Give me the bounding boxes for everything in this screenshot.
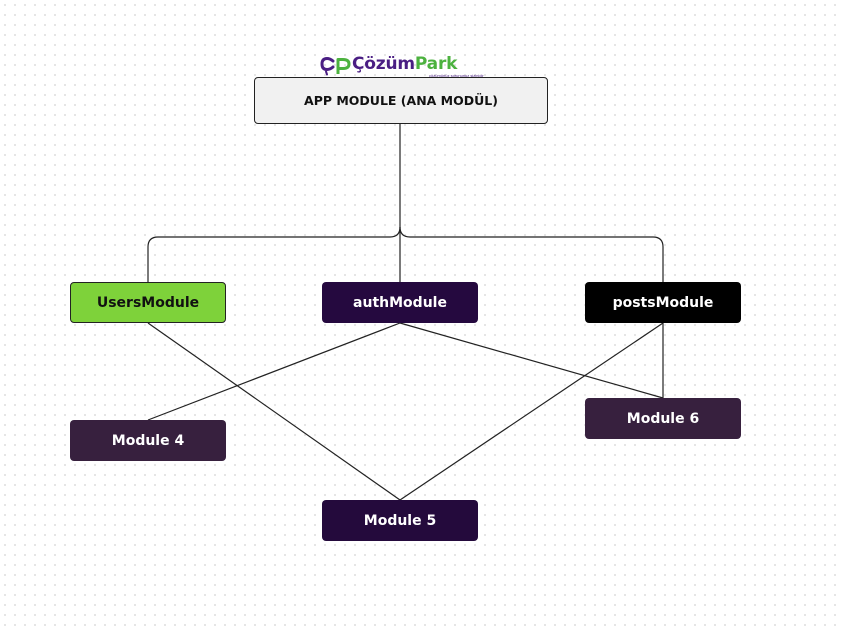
module-5-node[interactable]: Module 5: [322, 500, 478, 541]
cozumpark-logo: ÇözümPark çözümünüz sorununuz sizinidir: [320, 54, 490, 78]
connector-auth-to-module6: [399, 322, 664, 399]
logo-wordmark-part1: Çözüm: [352, 54, 415, 74]
auth-module-node[interactable]: authModule: [322, 282, 478, 323]
logo-tagline: çözümünüz sorununuz sizinidir: [429, 73, 484, 78]
logo-wordmark: ÇözümPark: [352, 54, 457, 74]
connector-auth-to-module4: [147, 322, 401, 421]
connector-app-to-posts: [399, 226, 664, 282]
module-4-node[interactable]: Module 4: [70, 420, 226, 461]
logo-c-cedilla: [325, 70, 328, 76]
logo-wordmark-part2: Park: [414, 54, 458, 74]
cozumpark-logo-mark-icon: [320, 56, 351, 76]
logo-c-shape: [320, 56, 335, 72]
users-module-node[interactable]: UsersModule: [70, 282, 226, 323]
app-module-node[interactable]: APP MODULE (ANA MODÜL): [254, 77, 548, 124]
posts-module-node[interactable]: postsModule: [585, 282, 741, 323]
connector-app-to-users: [147, 226, 401, 282]
logo-p-shape: [336, 58, 351, 74]
module-6-node[interactable]: Module 6: [585, 398, 741, 439]
connector-posts-to-module5: [399, 322, 664, 501]
connector-users-to-module5: [147, 322, 401, 501]
